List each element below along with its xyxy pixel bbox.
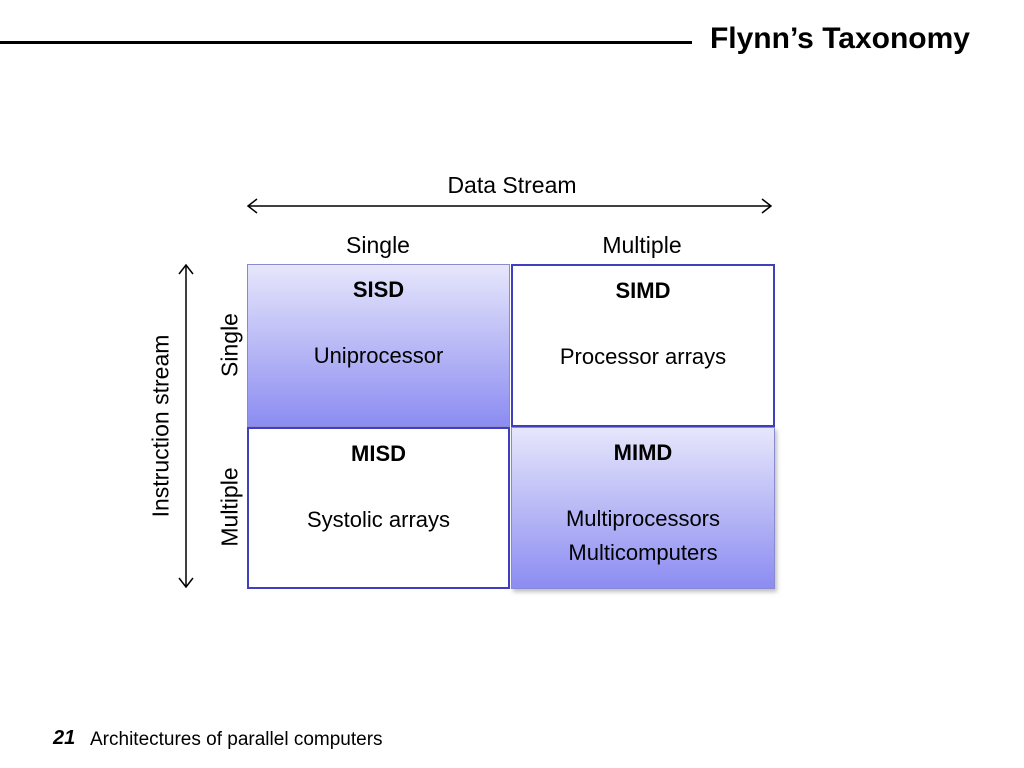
instruction-stream-arrow — [178, 263, 194, 589]
footer-text: Architectures of parallel computers — [90, 729, 383, 750]
data-stream-arrow — [246, 198, 773, 214]
title-rule — [0, 41, 692, 44]
cell-mimd: MIMD Multiprocessors Multicomputers — [511, 427, 775, 589]
cell-sisd-desc-line: Uniprocessor — [313, 343, 444, 368]
cell-simd: SIMD Processor arrays — [511, 264, 775, 427]
cell-mimd-description: Multiprocessors Multicomputers — [512, 502, 774, 570]
column-label-single: Single — [346, 232, 410, 258]
cell-misd-code: MISD — [351, 441, 406, 466]
data-stream-label: Data Stream — [447, 172, 577, 198]
cell-sisd-code: SISD — [352, 277, 405, 302]
cell-simd-code: SIMD — [615, 278, 671, 303]
cell-sisd-description: Uniprocessor — [248, 339, 509, 373]
row-label-multiple: Multiple — [216, 467, 243, 547]
cell-simd-description: Processor arrays — [513, 340, 773, 374]
cell-mimd-desc-line-2: Multicomputers — [568, 540, 718, 565]
cell-misd-description: Systolic arrays — [249, 503, 508, 537]
cell-misd: MISD Systolic arrays — [247, 427, 510, 589]
cell-simd-desc-line: Processor arrays — [559, 344, 727, 369]
instruction-stream-label: Instruction stream — [147, 334, 174, 518]
row-label-single: Single — [216, 313, 243, 377]
cell-mimd-code: MIMD — [613, 440, 673, 465]
slide-title: Flynn’s Taxonomy — [709, 22, 970, 55]
slide-number: 21 — [53, 727, 76, 749]
cell-sisd: SISD Uniprocessor — [247, 264, 510, 427]
cell-mimd-desc-line-1: Multiprocessors — [565, 506, 721, 531]
column-label-multiple: Multiple — [602, 232, 682, 258]
cell-misd-desc-line: Systolic arrays — [306, 507, 451, 532]
